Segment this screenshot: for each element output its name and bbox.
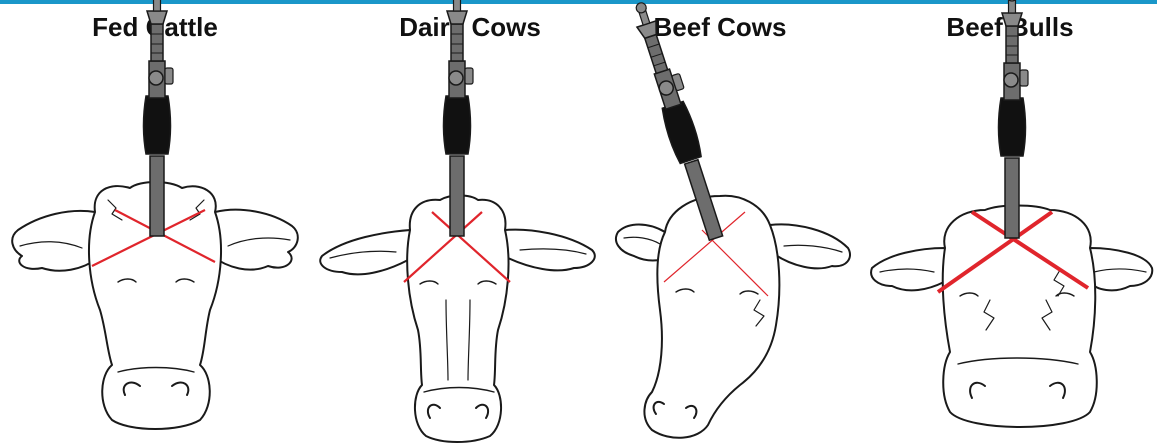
beef-cows-head [616, 196, 850, 438]
beef-bulls-stunner-icon [999, 0, 1029, 238]
